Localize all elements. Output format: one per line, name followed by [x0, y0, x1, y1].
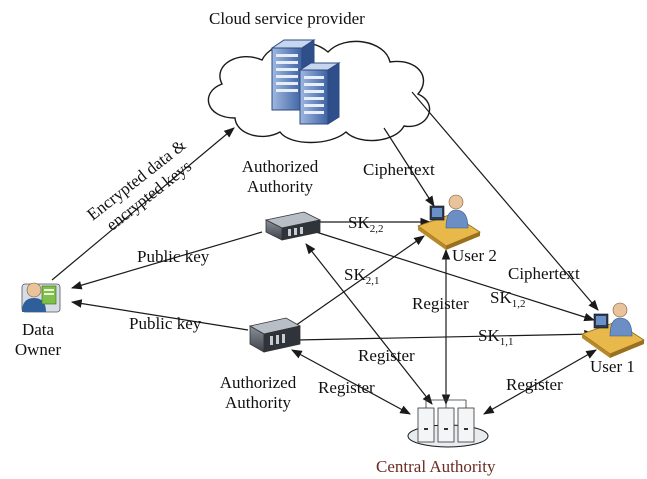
ciphertext-user2-label: Ciphertext	[363, 160, 435, 179]
edge-register-user1	[483, 349, 597, 415]
public-key-bottom-label: Public key	[129, 314, 202, 333]
sk22-sub: 2,2	[369, 223, 384, 235]
data-owner-label-line1: Data	[21, 320, 55, 339]
sk21-label: SK2,1	[344, 265, 379, 291]
sk12-base: SK	[490, 288, 512, 307]
authority-bottom-label-line2: Authority	[224, 393, 292, 412]
register-user2-label: Register	[412, 294, 469, 313]
data-owner-label-line2: Owner	[14, 340, 62, 359]
edge-sk11	[295, 329, 596, 341]
authority-top-label-line2: Authority	[246, 177, 314, 196]
user1-icon	[581, 302, 645, 358]
register-aa-top-label: Register	[358, 346, 415, 365]
data-owner-label: Data Owner	[8, 320, 68, 360]
authority-bottom-label: Authorized Authority	[208, 373, 308, 413]
register-user1-label: Register	[506, 375, 563, 394]
sk12-label: SK1,2	[490, 288, 525, 314]
edge-register-aa-bottom	[291, 349, 411, 415]
central-authority-icon	[407, 392, 489, 448]
authority-top-label-line1: Authorized	[241, 157, 319, 176]
sk22-base: SK	[348, 213, 370, 232]
edge-owner-to-cloud	[51, 127, 235, 281]
edge-cloud-to-user2	[383, 127, 435, 207]
public-key-top-label: Public key	[137, 247, 210, 266]
authority-top-label: Authorized Authority	[230, 157, 330, 197]
sk11-base: SK	[478, 326, 500, 345]
ciphertext-user1-label: Ciphertext	[508, 264, 580, 283]
data-owner-icon	[21, 282, 61, 313]
authority-bottom-server-icon	[248, 317, 302, 353]
edge-public-key-bottom	[70, 299, 249, 331]
user2-label: User 2	[452, 246, 497, 265]
edge-register-aa-top	[305, 243, 433, 405]
authority-top-server-icon	[264, 211, 322, 241]
user1-label: User 1	[590, 357, 635, 376]
user2-icon	[417, 194, 481, 250]
sk11-label: SK1,1	[478, 326, 513, 352]
cloud-server-icon	[270, 39, 341, 125]
authority-bottom-label-line1: Authorized	[219, 373, 297, 392]
register-aa-bottom-label: Register	[318, 378, 375, 397]
sk22-label: SK2,2	[348, 213, 383, 239]
sk21-sub: 2,1	[365, 275, 380, 287]
central-authority-label: Central Authority	[376, 457, 496, 476]
edge-public-key-top	[70, 231, 263, 290]
sk12-sub: 1,2	[511, 298, 526, 310]
sk11-sub: 1,1	[499, 336, 514, 348]
sk21-base: SK	[344, 265, 366, 284]
edge-cloud-to-user1	[411, 91, 599, 311]
cloud-provider-label: Cloud service provider	[209, 9, 365, 28]
